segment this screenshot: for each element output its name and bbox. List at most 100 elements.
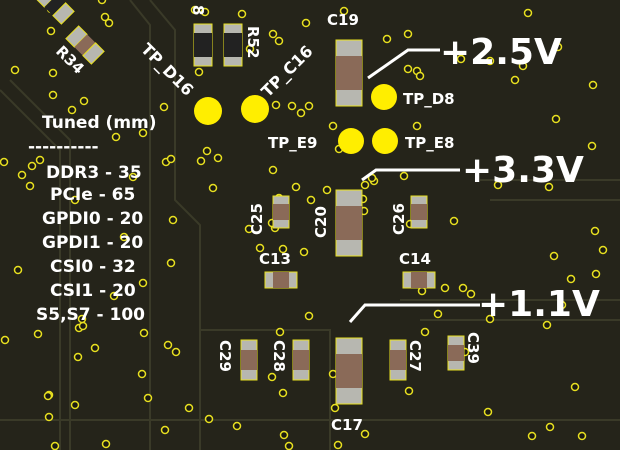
- tuned-row: PCIe - 65: [50, 185, 135, 205]
- tp-label-e8: TP_E8: [405, 134, 454, 152]
- via: [493, 180, 503, 190]
- test-point-d8[interactable]: [371, 84, 397, 110]
- via: [48, 90, 58, 100]
- tuned-row: GPDI1 - 20: [42, 233, 143, 253]
- test-point-e9[interactable]: [338, 128, 364, 154]
- via: [339, 6, 349, 16]
- via: [50, 441, 60, 450]
- via: [291, 182, 301, 192]
- via: [449, 216, 459, 226]
- test-point-d16[interactable]: [194, 97, 222, 125]
- tp-label-d16: TP_D16: [137, 39, 197, 99]
- via: [33, 329, 43, 339]
- via: [67, 105, 77, 115]
- via: [287, 101, 297, 111]
- tuned-divider: ----------: [28, 137, 99, 157]
- tuned-row: DDR3 - 35: [46, 163, 142, 183]
- test-point-e8[interactable]: [372, 128, 398, 154]
- via: [553, 42, 563, 52]
- via: [77, 314, 87, 324]
- via: [46, 26, 56, 36]
- via: [166, 258, 176, 268]
- via: [271, 100, 281, 110]
- via: [44, 412, 54, 422]
- via: [433, 309, 443, 319]
- tuned-row: CSI0 - 32: [50, 257, 136, 277]
- via: [440, 283, 450, 293]
- via: [403, 64, 413, 74]
- capacitor-c19: [335, 39, 363, 107]
- via: [109, 291, 119, 301]
- via: [79, 96, 89, 106]
- via: [527, 431, 537, 441]
- via: [244, 224, 254, 234]
- via: [70, 400, 80, 410]
- tuned-row: CSI1 - 20: [50, 281, 136, 301]
- capacitor-c20: [335, 189, 363, 257]
- via: [545, 422, 555, 432]
- via: [588, 80, 598, 90]
- via: [551, 114, 561, 124]
- via: [483, 407, 493, 417]
- via: [204, 414, 214, 424]
- ref-c17: C17: [331, 416, 363, 434]
- via: [301, 18, 311, 28]
- rail-line-2v5: [367, 48, 440, 80]
- capacitor-c28: [292, 339, 310, 381]
- via: [25, 181, 35, 191]
- via: [587, 141, 597, 151]
- via: [245, 44, 255, 54]
- resistor-r34: [65, 25, 105, 65]
- via: [360, 429, 370, 439]
- via: [232, 421, 242, 431]
- ref-c19: C19: [327, 11, 359, 29]
- via: [202, 146, 212, 156]
- via: [328, 369, 338, 379]
- via: [598, 245, 608, 255]
- via: [190, 5, 200, 15]
- via: [268, 29, 278, 39]
- rail-line-3v3: [361, 168, 460, 182]
- via: [27, 161, 37, 171]
- via: [208, 183, 218, 193]
- tp-label-c16: TP_C16: [257, 42, 316, 101]
- via: [456, 54, 466, 64]
- via: [549, 251, 559, 261]
- via: [166, 154, 176, 164]
- capacitor-c25: [272, 195, 290, 229]
- tuned-title: Tuned (mm): [42, 113, 157, 133]
- via: [404, 386, 414, 396]
- via: [415, 71, 425, 81]
- ref-c39: C39: [464, 332, 482, 364]
- tuned-row: GPDI0 - 20: [42, 209, 143, 229]
- via: [10, 65, 20, 75]
- via: [542, 320, 552, 330]
- via: [420, 327, 430, 337]
- test-point-c16[interactable]: [241, 95, 269, 123]
- via: [213, 153, 223, 163]
- via: [138, 278, 148, 288]
- via: [466, 289, 476, 299]
- via: [304, 101, 314, 111]
- via: [360, 180, 370, 190]
- ref-c28: C28: [270, 340, 288, 372]
- resistor-top: [35, 0, 75, 25]
- via: [590, 226, 600, 236]
- rail-label-3v3: +3.3V: [462, 150, 584, 191]
- via: [296, 108, 306, 118]
- via: [570, 382, 580, 392]
- via: [17, 170, 27, 180]
- tuned-row: S5,S7 - 100: [36, 305, 145, 325]
- tuned-lengths-table: Tuned (mm) ---------- DDR3 - 35 PCIe - 6…: [28, 113, 157, 325]
- capacitor-c26: [410, 195, 428, 229]
- via: [268, 165, 278, 175]
- via: [159, 102, 169, 112]
- via: [275, 327, 285, 337]
- via: [128, 172, 138, 182]
- via: [304, 311, 314, 321]
- via: [566, 274, 576, 284]
- via: [90, 343, 100, 353]
- via: [299, 247, 309, 257]
- via: [267, 372, 277, 382]
